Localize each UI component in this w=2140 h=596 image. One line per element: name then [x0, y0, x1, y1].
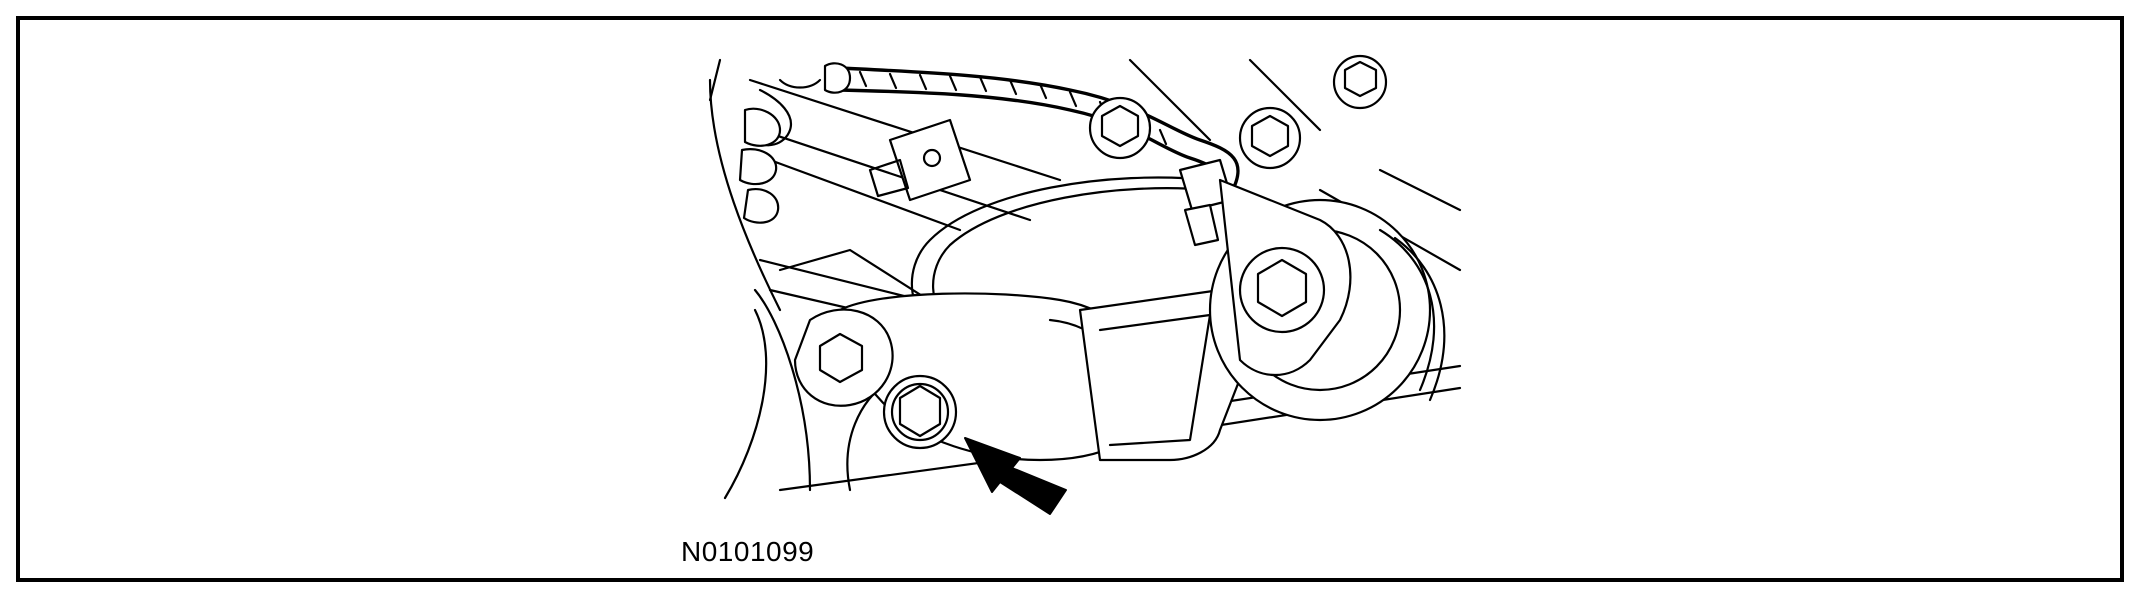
harness-connector: [868, 118, 972, 202]
engine-mount-illustration: [708, 54, 1462, 515]
figure-id-label: N0101099: [681, 536, 815, 567]
pointer-arrow: [964, 437, 1067, 515]
bolt-upper-center: [1088, 96, 1152, 160]
bolt-target: [882, 374, 958, 450]
bolt-top-right: [1332, 54, 1388, 110]
sensor-wire: [910, 158, 1234, 332]
bolt-upper-right: [1238, 106, 1302, 170]
bolt-left: [793, 308, 894, 407]
wire-harness: [738, 62, 1240, 224]
figure-frame: N0101099: [16, 16, 2124, 582]
bolt-bracket: [1238, 246, 1326, 334]
